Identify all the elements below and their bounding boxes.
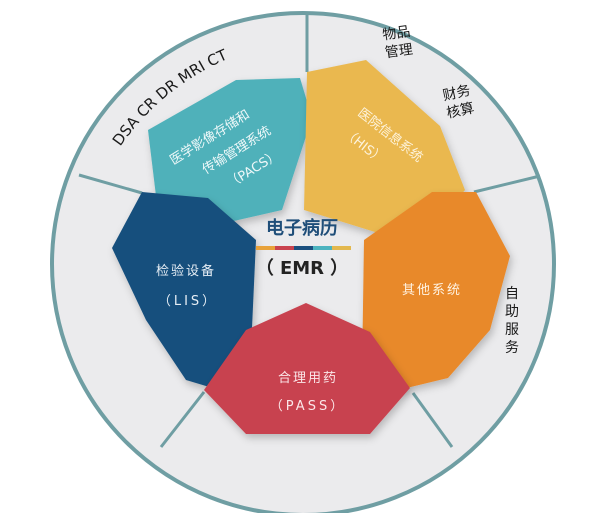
other-line1: 其他系统 [402, 283, 462, 298]
lis-line2: （LIS） [158, 294, 218, 309]
module-his[interactable] [304, 60, 465, 232]
ring-label-goods-management: 物品 管理 [381, 24, 413, 62]
module-lis[interactable] [112, 192, 256, 392]
lis-line1: 检验设备 [156, 263, 216, 279]
pass-line1: 合理用药 [278, 371, 338, 386]
svg-text:核算: 核算 [445, 100, 476, 121]
center-title: 电子病历 [266, 217, 338, 239]
divider-bottom-right [411, 392, 454, 448]
module-pacs[interactable] [148, 78, 312, 226]
svg-text:管理: 管理 [384, 42, 414, 62]
module-pass[interactable] [204, 303, 410, 434]
center-subtitle: （ EMR ） [256, 258, 349, 279]
divider-left [78, 173, 143, 195]
divider-bottom-left [159, 391, 206, 448]
pass-line2: （PASS） [270, 399, 346, 414]
module-other[interactable] [362, 192, 510, 392]
svg-text:物品: 物品 [381, 24, 411, 44]
divider-right [473, 174, 541, 194]
center-stripe [256, 246, 351, 250]
ring-label-financial-accounting: 财务 核算 [441, 83, 475, 122]
svg-text:务: 务 [505, 340, 519, 356]
ring-label-self-service: 自 助 服 务 [505, 286, 519, 356]
svg-text:自: 自 [505, 286, 519, 302]
svg-text:助: 助 [505, 304, 519, 320]
svg-text:服: 服 [505, 322, 519, 338]
center-emr: 电子病历 （ EMR ） [256, 217, 351, 279]
svg-text:财务: 财务 [441, 83, 472, 104]
